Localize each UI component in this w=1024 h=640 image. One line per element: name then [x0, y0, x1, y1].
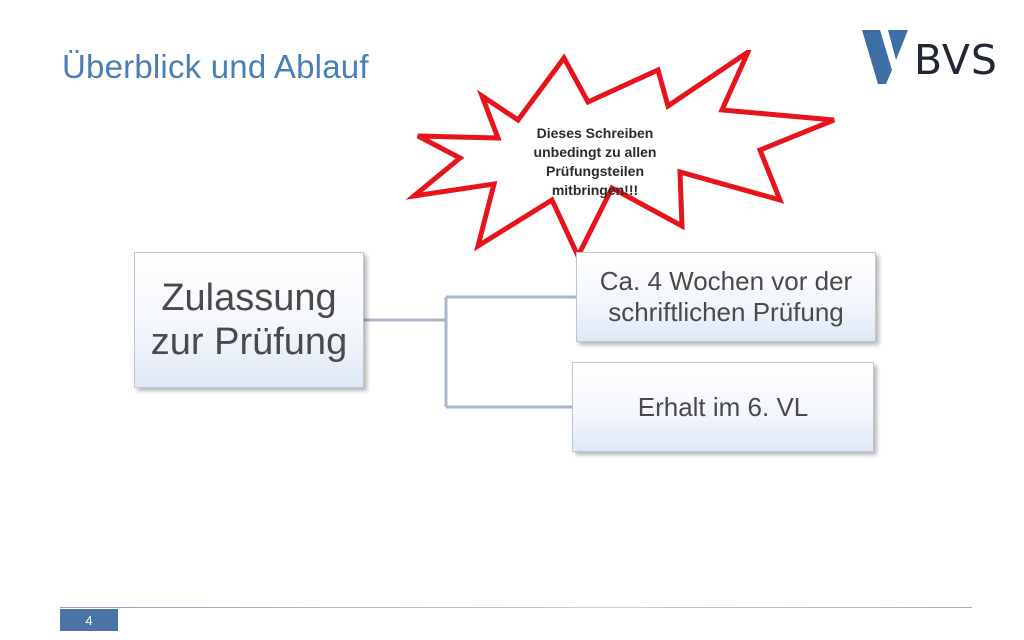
logo-text: BVS	[914, 36, 998, 84]
callout-text: Dieses Schreiben unbedingt zu allen Prüf…	[533, 125, 657, 198]
slide-title: Überblick und Ablauf	[62, 48, 369, 85]
diagram-root-box: Zulassung zur Prüfung	[134, 252, 364, 388]
diagram-child-label: Ca. 4 Wochen vor der schriftlichen Prüfu…	[599, 266, 853, 327]
callout-burst	[405, 50, 835, 262]
diagram-child-box: Ca. 4 Wochen vor der schriftlichen Prüfu…	[576, 252, 876, 342]
diagram-child-box: Erhalt im 6. VL	[572, 362, 874, 452]
page-number-label: 4	[85, 612, 93, 628]
diagram-root-label: Zulassung zur Prüfung	[150, 277, 348, 363]
footer-divider	[60, 607, 972, 608]
bvs-logo-icon	[862, 30, 908, 84]
diagram-child-label: Erhalt im 6. VL	[637, 391, 809, 422]
page-number: 4	[60, 609, 118, 631]
